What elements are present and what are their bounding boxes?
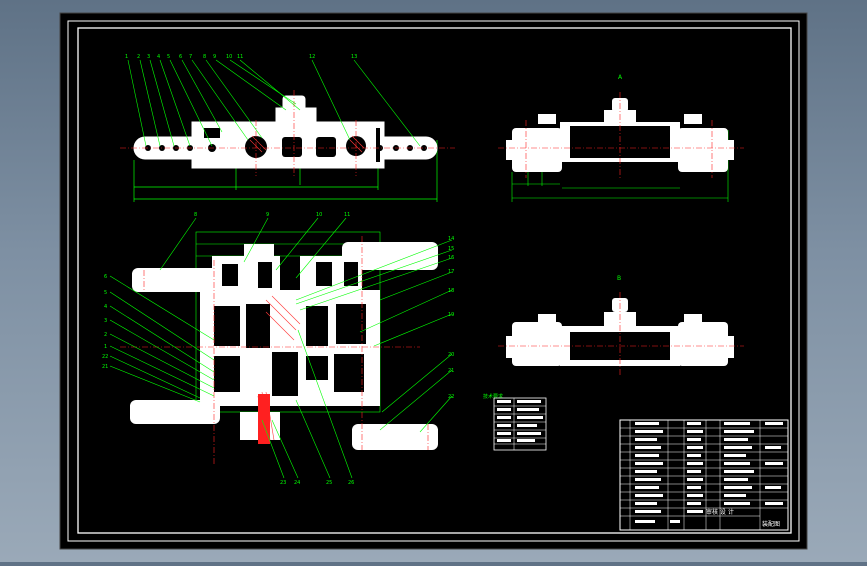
- plan-view-leaders: [109, 217, 453, 479]
- plan-view-balloons: 6 5 4 3 2 1 22 21 8 9 10 11 14 15 16 17 …: [102, 212, 454, 486]
- balloon: 1: [104, 344, 107, 350]
- balloon: 21: [448, 368, 454, 374]
- section-a-centerlines: [498, 92, 744, 180]
- balloon: 8: [203, 54, 206, 60]
- balloon: 13: [351, 54, 357, 60]
- title-block-cell-text: [635, 422, 783, 523]
- balloon: 15: [448, 246, 454, 252]
- balloon: 12: [309, 54, 315, 60]
- balloon: 23: [280, 480, 286, 486]
- balloon: 22: [448, 394, 454, 400]
- balloon: 16: [448, 255, 454, 261]
- balloon: 9: [213, 54, 216, 60]
- balloon: 10: [316, 212, 322, 218]
- balloon: 2: [104, 332, 107, 338]
- balloon: 5: [167, 54, 170, 60]
- notes-title: 技术要求: [483, 393, 503, 400]
- section-b-centerlines: [498, 292, 744, 376]
- plan-view: 6 5 4 3 2 1 22 21 8 9 10 11 14 15 16 17 …: [102, 212, 454, 486]
- balloon: 3: [104, 318, 107, 324]
- inner-frame: [77, 27, 792, 534]
- balloon: 4: [104, 304, 107, 310]
- top-view: 1 2 3 4 5 6 7 8 9 10 11 12 13: [120, 54, 455, 202]
- section-a-view: A: [498, 74, 744, 202]
- title-block: 审核 设 计 装配图: [619, 419, 789, 531]
- balloon: 2: [137, 54, 140, 60]
- balloon: 20: [448, 352, 454, 358]
- balloon: 1: [125, 54, 128, 60]
- section-label: A: [618, 74, 623, 81]
- balloon: 26: [348, 480, 354, 486]
- section-label: B: [617, 275, 621, 282]
- signature-text: 审核 设 计: [706, 508, 734, 516]
- balloon: 11: [344, 212, 350, 218]
- balloon: 11: [237, 54, 243, 60]
- top-view-centerlines: [120, 90, 455, 176]
- balloon: 21: [102, 364, 108, 370]
- plan-view-red-shaft: [258, 394, 270, 444]
- balloon: 8: [194, 212, 197, 218]
- plan-view-cutouts: [214, 262, 366, 396]
- balloon: 4: [157, 54, 160, 60]
- balloon: 17: [448, 269, 454, 275]
- balloon: 9: [266, 212, 269, 218]
- balloon: 14: [448, 236, 454, 242]
- top-view-leaders: [127, 59, 421, 147]
- balloon: 6: [179, 54, 182, 60]
- balloon: 3: [147, 54, 150, 60]
- section-b-body: [506, 298, 734, 366]
- balloon: 6: [104, 274, 107, 280]
- plan-view-centerlines: [120, 236, 429, 466]
- balloon: 5: [104, 290, 107, 296]
- balloon: 24: [294, 480, 300, 486]
- top-view-balloons: 1 2 3 4 5 6 7 8 9 10 11 12 13: [125, 54, 357, 60]
- balloon: 22: [102, 354, 108, 360]
- balloon: 19: [448, 312, 454, 318]
- drawing-label: 装配图: [762, 520, 780, 528]
- balloon: 18: [448, 288, 454, 294]
- section-b-view: B: [498, 275, 744, 376]
- balloon: 10: [226, 54, 232, 60]
- balloon: 25: [326, 480, 332, 486]
- outer-frame: [67, 20, 800, 542]
- balloon: 7: [189, 54, 192, 60]
- notes-table: 技术要求: [483, 393, 547, 451]
